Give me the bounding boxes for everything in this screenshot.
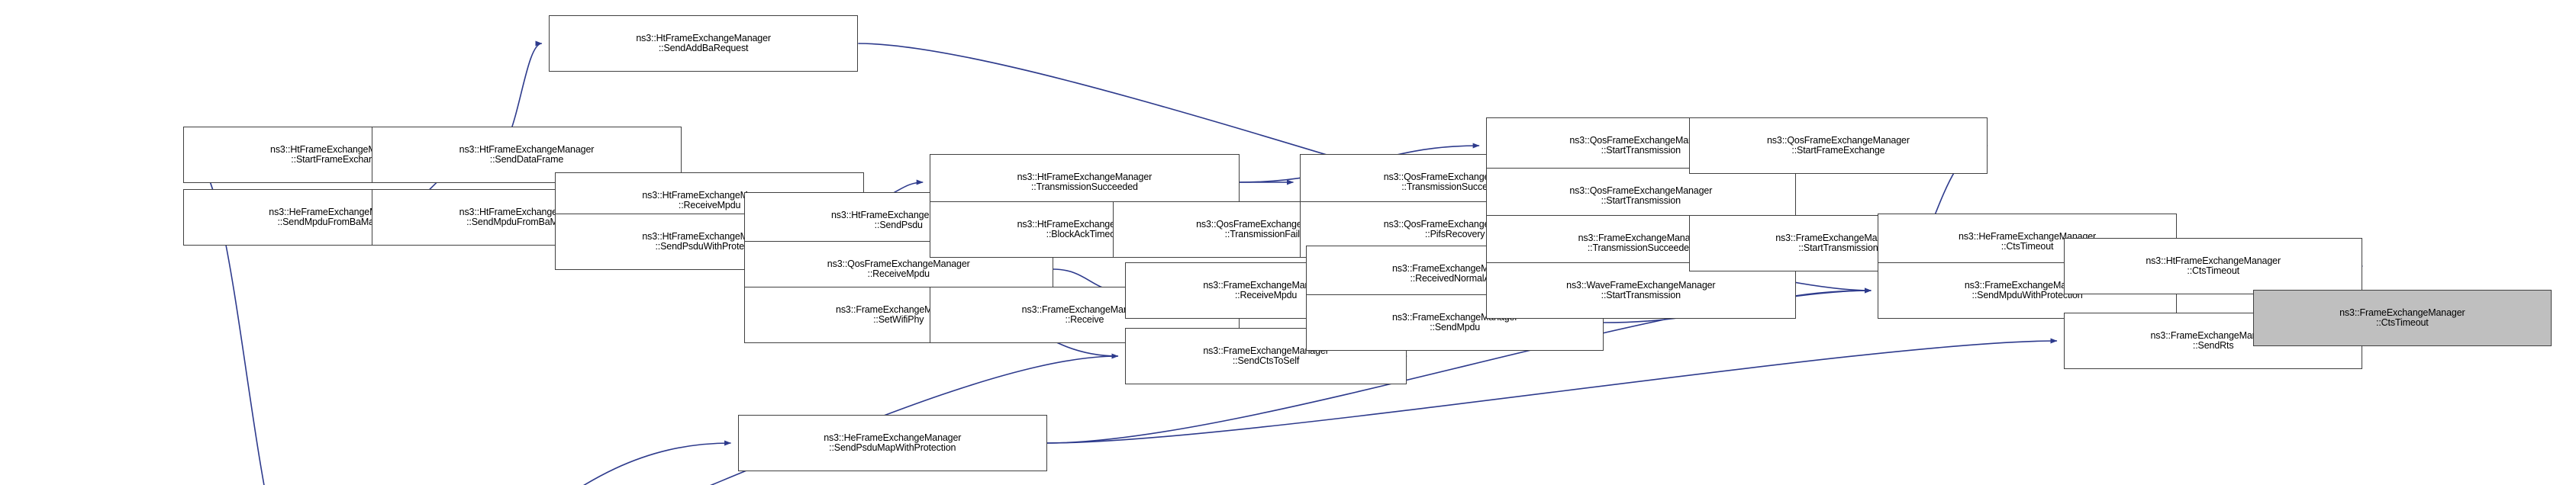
node-label-line2: ::SendPsdu (874, 220, 923, 230)
node-label-line1: ns3::HtFrameExchangeManager (642, 230, 777, 242)
node-label-line2: ::TransmissionSucceeded (1030, 181, 1138, 192)
node-label-line2: ::StartTransmission (1798, 242, 1878, 253)
node-label-line2: ::TransmissionSucceeded (1587, 242, 1694, 253)
graph-node[interactable]: ns3::FrameExchangeManager::CtsTimeout (2252, 290, 2552, 346)
node-label-line2: ::PifsRecovery (1424, 229, 1485, 239)
node-label-line2: ::SendAddBaRequest (658, 43, 749, 53)
node-label-line2: ::StartFrameExchange (1791, 145, 1885, 156)
node-label-line1: ns3::FrameExchangeManager (1964, 279, 2091, 291)
node-label-line2: ::SendPsduMapWithProtection (829, 442, 956, 453)
graph-node[interactable]: ns3::HtFrameExchangeManager::CtsTimeout (2063, 238, 2363, 294)
graph-node[interactable]: ns3::QosFrameExchangeManager::StartTrans… (1486, 168, 1796, 224)
node-label-line2: ::CtsTimeout (2187, 265, 2239, 276)
node-label-line2: ::BlockAckTimeout (1046, 229, 1124, 239)
node-label-line2: ::TransmissionSucceeded (1401, 181, 1509, 192)
node-label-line1: ns3::QosFrameExchangeManager (1766, 134, 1910, 146)
node-label-line1: ns3::HtFrameExchangeManager (636, 32, 771, 43)
graph-node[interactable]: ns3::WaveFrameExchangeManager::StartTran… (1486, 262, 1796, 319)
node-label-line1: ns3::HeFrameExchangeManager (824, 432, 962, 443)
node-label-line2: ::SendCtsToSelf (1232, 355, 1300, 366)
node-label-line2: ::CtsTimeout (2376, 317, 2429, 328)
graph-node[interactable]: ns3::FrameExchangeManager::SendRts (2063, 313, 2363, 369)
node-label-line1: ns3::HtFrameExchangeManager (270, 143, 405, 155)
node-label-line2: ::StartTransmission (1601, 290, 1681, 300)
node-label-line1: ns3::FrameExchangeManager (1775, 232, 1901, 243)
graph-node[interactable]: ns3::HtFrameExchangeManager::SendAddBaRe… (548, 15, 859, 72)
graph-node[interactable]: ns3::HtFrameExchangeManager::Transmissio… (930, 154, 1240, 210)
node-label-line2: ::TransmissionFailed (1224, 229, 1311, 239)
node-label-line1: ns3::FrameExchangeManager (1203, 345, 1329, 356)
graph-node[interactable]: ns3::HeFrameExchangeManager::SendPsduMap… (737, 415, 1047, 471)
node-label-line1: ns3::QosFrameExchangeManager (827, 258, 970, 269)
node-label-line2: ::Receive (1065, 314, 1104, 325)
node-label-line1: ns3::WaveFrameExchangeManager (1566, 279, 1716, 291)
node-label-line1: ns3::QosFrameExchangeManager (1569, 134, 1713, 146)
node-label-line2: ::SendMpduWithProtection (1971, 290, 2083, 300)
node-label-line1: ns3::HtFrameExchangeManager (2146, 255, 2281, 266)
node-label-line2: ::CtsTimeout (2001, 241, 2054, 252)
node-label-line1: ns3::FrameExchangeManager (1021, 304, 1148, 315)
node-label-line1: ns3::QosFrameExchangeManager (1569, 185, 1713, 196)
node-label-line2: ::ReceiveMpdu (1234, 290, 1298, 300)
node-label-line1: ns3::FrameExchangeManager (1203, 279, 1329, 291)
node-label-line2: ::StartTransmission (1601, 195, 1681, 206)
node-label-line2: ::StartFrameExchange (291, 154, 385, 165)
node-label-line1: ns3::HtFrameExchangeManager (1017, 171, 1153, 182)
node-label-line2: ::SendMpduFromBaManager (277, 217, 398, 227)
node-label-line2: ::SetWifiPhy (873, 314, 924, 325)
node-label-line1: ns3::FrameExchangeManager (1578, 232, 1704, 243)
node-label-line1: ns3::HeFrameExchangeManager (1959, 230, 2097, 242)
node-label-line2: ::SendPsduWithProtection (655, 241, 764, 252)
node-label-line1: ns3::HtFrameExchangeManager (459, 143, 595, 155)
node-label-line2: ::SendMpdu (1430, 322, 1481, 332)
node-label-line2: ::SendRts (2192, 340, 2234, 351)
node-label-line2: ::ReceivedNormalAck (1410, 273, 1500, 284)
node-label-line2: ::StartTransmission (1601, 145, 1681, 156)
node-label-line1: ns3::FrameExchangeManager (2339, 307, 2465, 318)
node-label-line2: ::SendDataFrame (489, 154, 564, 165)
node-label-line1: ns3::HtFrameExchangeManager (642, 189, 777, 201)
node-label-line2: ::ReceiveMpdu (867, 268, 930, 279)
graph-node[interactable]: ns3::QosFrameExchangeManager::StartFrame… (1688, 117, 1988, 174)
graph-edge (583, 440, 732, 485)
node-label-line1: ns3::FrameExchangeManager (2150, 329, 2276, 341)
node-label-line2: ::ReceiveMpdu (678, 200, 741, 210)
